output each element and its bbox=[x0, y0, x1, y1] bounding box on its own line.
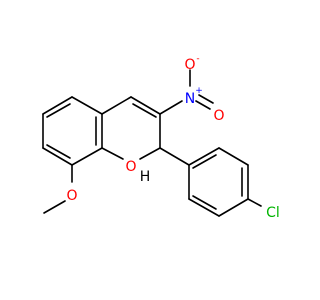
structure-drawing: N + O - O O O H Cl bbox=[42, 54, 280, 221]
bond-c5p-c6p bbox=[188, 198, 220, 217]
chlorine-label: Cl bbox=[266, 205, 280, 221]
bond-c4-c3-inner bbox=[132, 103, 157, 118]
nitro-oxygen-minus-label: O bbox=[184, 57, 195, 73]
bond-c4p-c5p bbox=[218, 198, 249, 217]
bond-n-o-right-2 bbox=[198, 94, 214, 104]
bond-c4a-c5 bbox=[71, 96, 103, 115]
bond-c2-c1p bbox=[159, 147, 190, 166]
bond-c5-c6 bbox=[42, 96, 73, 115]
bond-c1p-c2p-inner bbox=[192, 154, 217, 169]
bond-c7-c8-inner bbox=[46, 144, 71, 159]
nitro-nitrogen-label: N bbox=[185, 91, 195, 107]
bond-o1-c8a bbox=[101, 147, 124, 160]
molecule-canvas: N + O - O O O H Cl bbox=[42, 54, 280, 221]
bond-c4p-cl bbox=[247, 198, 262, 207]
ring-oxygen-label: O bbox=[125, 159, 136, 175]
bond-c1p-c2p bbox=[188, 147, 220, 166]
bond-c2-o1 bbox=[139, 147, 161, 160]
bond-c5p-c6p-inner bbox=[192, 195, 217, 210]
bond-c8-c8a bbox=[71, 147, 103, 166]
bond-c4-c3 bbox=[130, 96, 161, 115]
bond-c2p-c3p bbox=[218, 147, 249, 166]
bond-o-ch3 bbox=[43, 200, 66, 214]
nitro-oxygen-double-label: O bbox=[213, 108, 224, 124]
methoxy-oxygen-label: O bbox=[66, 188, 77, 204]
bond-c7-c8 bbox=[42, 147, 73, 166]
nitro-nitrogen-charge: + bbox=[195, 86, 203, 96]
bond-n-o-right-1 bbox=[195, 100, 211, 110]
nitro-oxygen-minus-charge: - bbox=[196, 54, 199, 64]
bond-c3-n bbox=[159, 100, 183, 115]
c2-hydrogen-label: H bbox=[140, 169, 151, 185]
bond-c4a-c4 bbox=[101, 96, 132, 115]
bond-c5-c6-inner bbox=[46, 103, 71, 118]
